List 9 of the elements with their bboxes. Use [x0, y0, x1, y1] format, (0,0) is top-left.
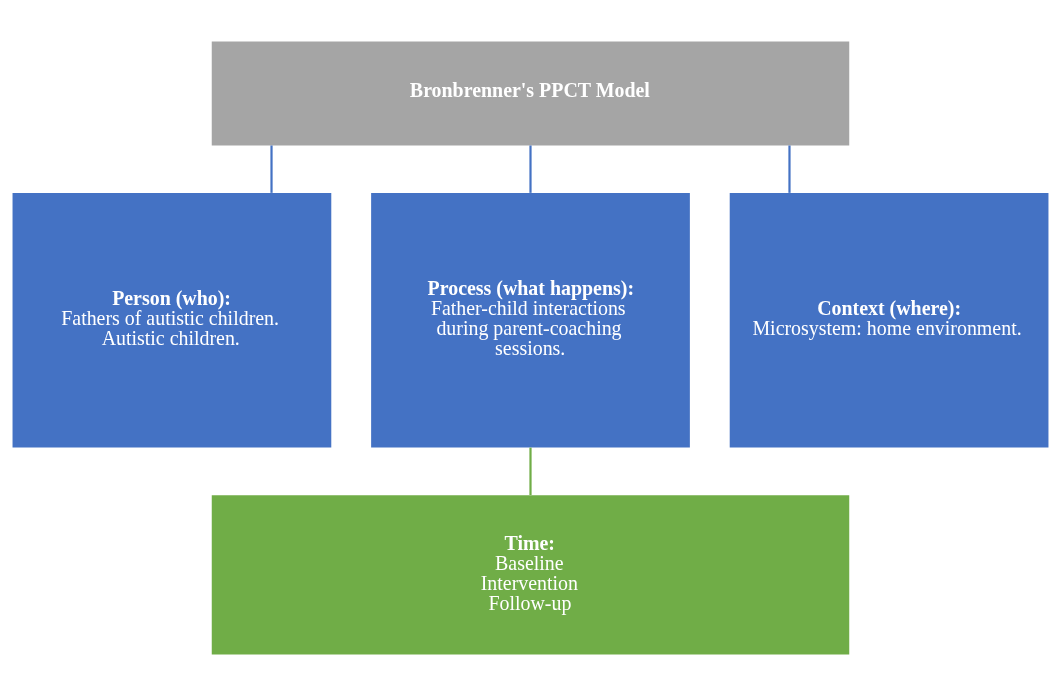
node-box: Person (who): Fathers of autistic children. Autistic children. — [12, 193, 332, 448]
connector — [529, 145, 532, 193]
node-box: Process (what happens): Father-child interactions during parent-coaching sessions. — [371, 193, 690, 448]
node-box: Context (where): Microsystem: home environment. — [729, 193, 1049, 448]
node-box: Time: Baseline Intervention Follow-up — [211, 495, 850, 655]
node-box: Bronbrenner's PPCT Model — [211, 41, 850, 146]
connector — [529, 447, 532, 496]
connector — [270, 145, 273, 193]
connector — [788, 145, 791, 193]
